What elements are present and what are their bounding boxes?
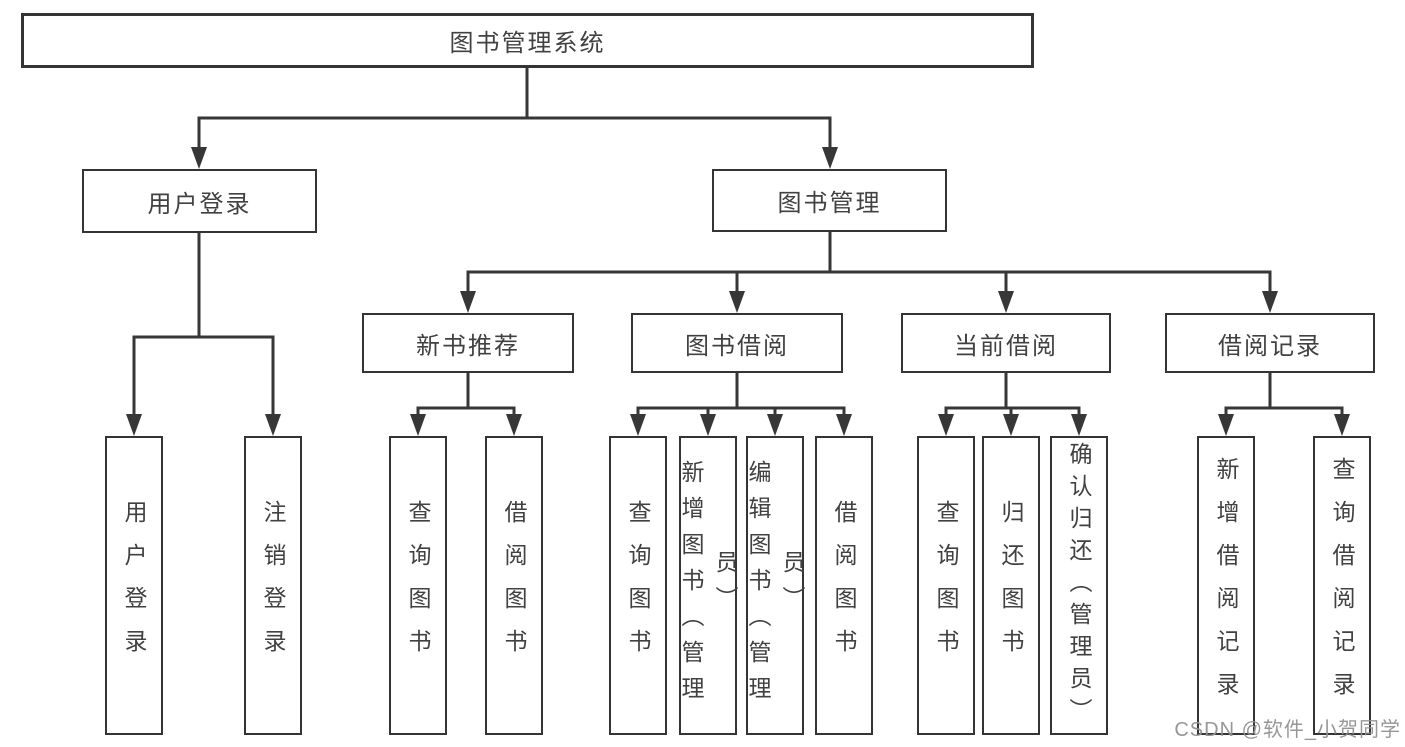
- node-library-management-system: 图书管理系统: [21, 13, 1034, 68]
- leaf-borrow-books-borrowing-label: 借阅图书: [831, 499, 857, 672]
- leaf-user-login-label: 用户登录: [121, 499, 147, 672]
- leaf-edit-books-admin: 编辑图书（管理员）: [745, 436, 805, 735]
- node-current-borrowing: 当前借阅: [901, 313, 1111, 373]
- leaf-user-login: 用户登录: [105, 436, 163, 735]
- leaf-query-borrow-record-label: 查询借阅记录: [1329, 456, 1355, 715]
- leaf-logout-label: 注销登录: [260, 499, 286, 672]
- leaf-query-books-borrowing: 查询图书: [609, 436, 667, 735]
- node-current-borrowing-label: 当前借阅: [954, 332, 1058, 360]
- leaf-query-books-borrowing-label: 查询图书: [625, 499, 651, 672]
- node-user-login: 用户登录: [82, 169, 317, 233]
- leaf-borrow-books-recommend-label: 借阅图书: [501, 499, 527, 672]
- node-new-book-recommendation: 新书推荐: [362, 313, 574, 373]
- leaf-query-borrow-record: 查询借阅记录: [1313, 436, 1371, 735]
- node-borrowing-records: 借阅记录: [1165, 313, 1375, 373]
- leaf-borrow-books-borrowing: 借阅图书: [815, 436, 873, 735]
- node-book-management-label: 图书管理: [777, 190, 882, 217]
- leaf-query-books-current: 查询图书: [917, 436, 975, 735]
- node-library-management-system-label: 图书管理系统: [449, 30, 606, 57]
- leaf-query-books-recommend-label: 查询图书: [405, 499, 431, 672]
- leaf-return-books: 归还图书: [982, 436, 1040, 735]
- node-new-book-recommendation-label: 新书推荐: [416, 332, 520, 360]
- leaf-query-books-recommend: 查询图书: [389, 436, 447, 735]
- leaf-add-borrow-record-label: 新增借阅记录: [1213, 456, 1239, 715]
- node-book-borrowing: 图书借阅: [631, 313, 843, 373]
- leaf-add-books-admin-label: 新增图书（管理员）: [678, 459, 738, 712]
- leaf-return-books-label: 归还图书: [998, 499, 1024, 672]
- leaf-query-books-current-label: 查询图书: [933, 499, 959, 672]
- node-book-management: 图书管理: [712, 169, 947, 232]
- node-borrowing-records-label: 借阅记录: [1218, 332, 1322, 360]
- csdn-watermark: CSDN @软件_小贺同学: [1174, 719, 1401, 741]
- leaf-logout: 注销登录: [244, 436, 302, 735]
- leaf-borrow-books-recommend: 借阅图书: [485, 436, 543, 735]
- leaf-confirm-return-admin: 确认归还（管理员）: [1050, 436, 1108, 735]
- node-book-borrowing-label: 图书借阅: [685, 332, 789, 360]
- leaf-confirm-return-admin-label: 确认归还（管理员）: [1066, 441, 1092, 730]
- leaf-add-books-admin: 新增图书（管理员）: [678, 436, 738, 735]
- leaf-add-borrow-record: 新增借阅记录: [1197, 436, 1255, 735]
- node-user-login-label: 用户登录: [147, 190, 252, 218]
- leaf-edit-books-admin-label: 编辑图书（管理员）: [745, 459, 805, 712]
